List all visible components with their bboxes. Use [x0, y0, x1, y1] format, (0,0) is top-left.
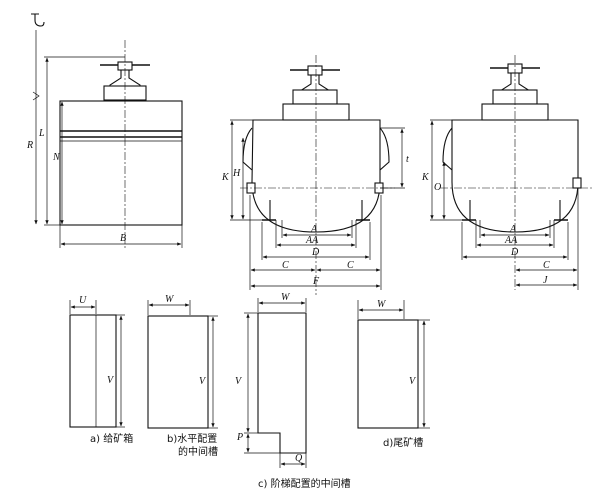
- front-view-single: K O A AA D C J: [421, 55, 592, 290]
- dim-U: U: [79, 295, 87, 306]
- dim-D: D: [311, 247, 320, 258]
- dim-AA-right: AA: [504, 235, 518, 246]
- caption-a: a) 给矿箱: [90, 432, 133, 445]
- dim-C-left: C: [282, 260, 289, 271]
- dim-V-a: V: [107, 375, 115, 386]
- dim-W-b: W: [165, 294, 175, 305]
- dim-Q: Q: [295, 453, 303, 464]
- dim-L: L: [38, 128, 45, 139]
- dim-W-c: W: [281, 292, 291, 303]
- dim-J: J: [543, 275, 548, 286]
- dim-N: N: [52, 152, 61, 163]
- side-view: R L N B: [26, 13, 183, 250]
- dim-K-right: K: [421, 172, 430, 183]
- dim-C-right: C: [347, 260, 354, 271]
- front-view-double: K H t A AA D C C F: [221, 55, 409, 295]
- dim-B: B: [120, 233, 126, 244]
- dim-P: P: [236, 432, 243, 443]
- caption-d: d)尾矿槽: [383, 436, 423, 449]
- dim-AA: AA: [305, 235, 319, 246]
- dim-R: R: [26, 140, 33, 151]
- dim-K: K: [221, 172, 230, 183]
- caption-b-line2: 的中间槽: [178, 445, 218, 458]
- dim-t: t: [406, 154, 409, 165]
- dim-D-right: D: [510, 247, 519, 258]
- dim-A: A: [310, 224, 318, 235]
- dim-V-d: V: [409, 376, 417, 387]
- tailings-tank-view: W V d)尾矿槽: [357, 299, 430, 449]
- dim-V-b: V: [199, 376, 207, 387]
- caption-c: c) 阶梯配置的中间槽: [258, 477, 351, 490]
- dim-O: O: [434, 182, 441, 193]
- dim-H: H: [232, 168, 241, 179]
- dim-F: F: [312, 276, 320, 287]
- horizontal-middle-tank-view: W V b)水平配置 的中间槽: [147, 294, 218, 458]
- stepped-middle-tank-view: W V P Q c) 阶梯配置的中间槽: [235, 292, 351, 490]
- feed-box-view: U V a) 给矿箱: [69, 295, 133, 445]
- dim-W-d: W: [377, 299, 387, 310]
- dim-V-c: V: [235, 376, 243, 387]
- reference-hook-symbol: [31, 13, 45, 27]
- caption-b-line1: b)水平配置: [167, 433, 217, 445]
- dim-A-right: A: [509, 224, 517, 235]
- dim-C-single: C: [543, 260, 550, 271]
